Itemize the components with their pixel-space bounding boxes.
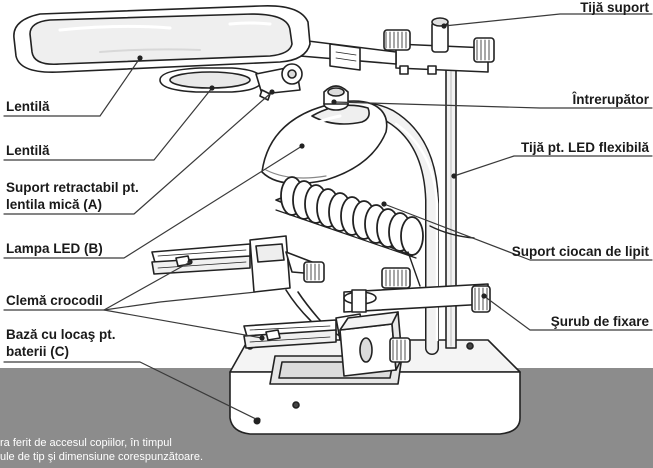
warning-text-line2: ule de tip şi dimensiune corespunzătoare… bbox=[0, 451, 204, 463]
large-lens bbox=[13, 5, 311, 73]
label-retractable-holder-line1: Suport retractabil pt. bbox=[6, 180, 139, 195]
label-lens-large: Lentilă bbox=[6, 99, 50, 114]
front-clamp-block bbox=[339, 311, 411, 377]
soldering-iron-coil bbox=[275, 176, 475, 287]
middle-clamp bbox=[343, 267, 491, 313]
label-lens-small: Lentilă bbox=[6, 143, 50, 158]
leader-lines bbox=[3, 13, 653, 423]
label-switch: Întrerupător bbox=[572, 92, 649, 107]
top-clamp bbox=[383, 17, 495, 75]
magnifier-arm bbox=[299, 39, 397, 71]
label-support-rod: Tijă suport bbox=[580, 0, 649, 15]
label-retractable-holder-line2: lentila mică (A) bbox=[6, 197, 103, 212]
label-flexible-led-rod: Tijă pt. LED flexibilă bbox=[520, 140, 649, 155]
label-led-lamp: Lampa LED (B) bbox=[6, 241, 103, 256]
small-lens bbox=[159, 63, 303, 101]
label-battery-base-line1: Bază cu locaş pt. bbox=[6, 327, 116, 342]
label-soldering-iron-holder: Suport ciocan de lipit bbox=[511, 244, 649, 259]
led-lamp-head bbox=[261, 85, 388, 185]
label-battery-base-line2: baterii (C) bbox=[6, 344, 70, 359]
warning-text-line1: ra ferit de accesul copiilor, în timpul bbox=[0, 437, 172, 449]
label-fixing-screw: Şurub de fixare bbox=[550, 314, 649, 329]
label-crocodile-clip: Clemă crocodil bbox=[6, 293, 103, 308]
